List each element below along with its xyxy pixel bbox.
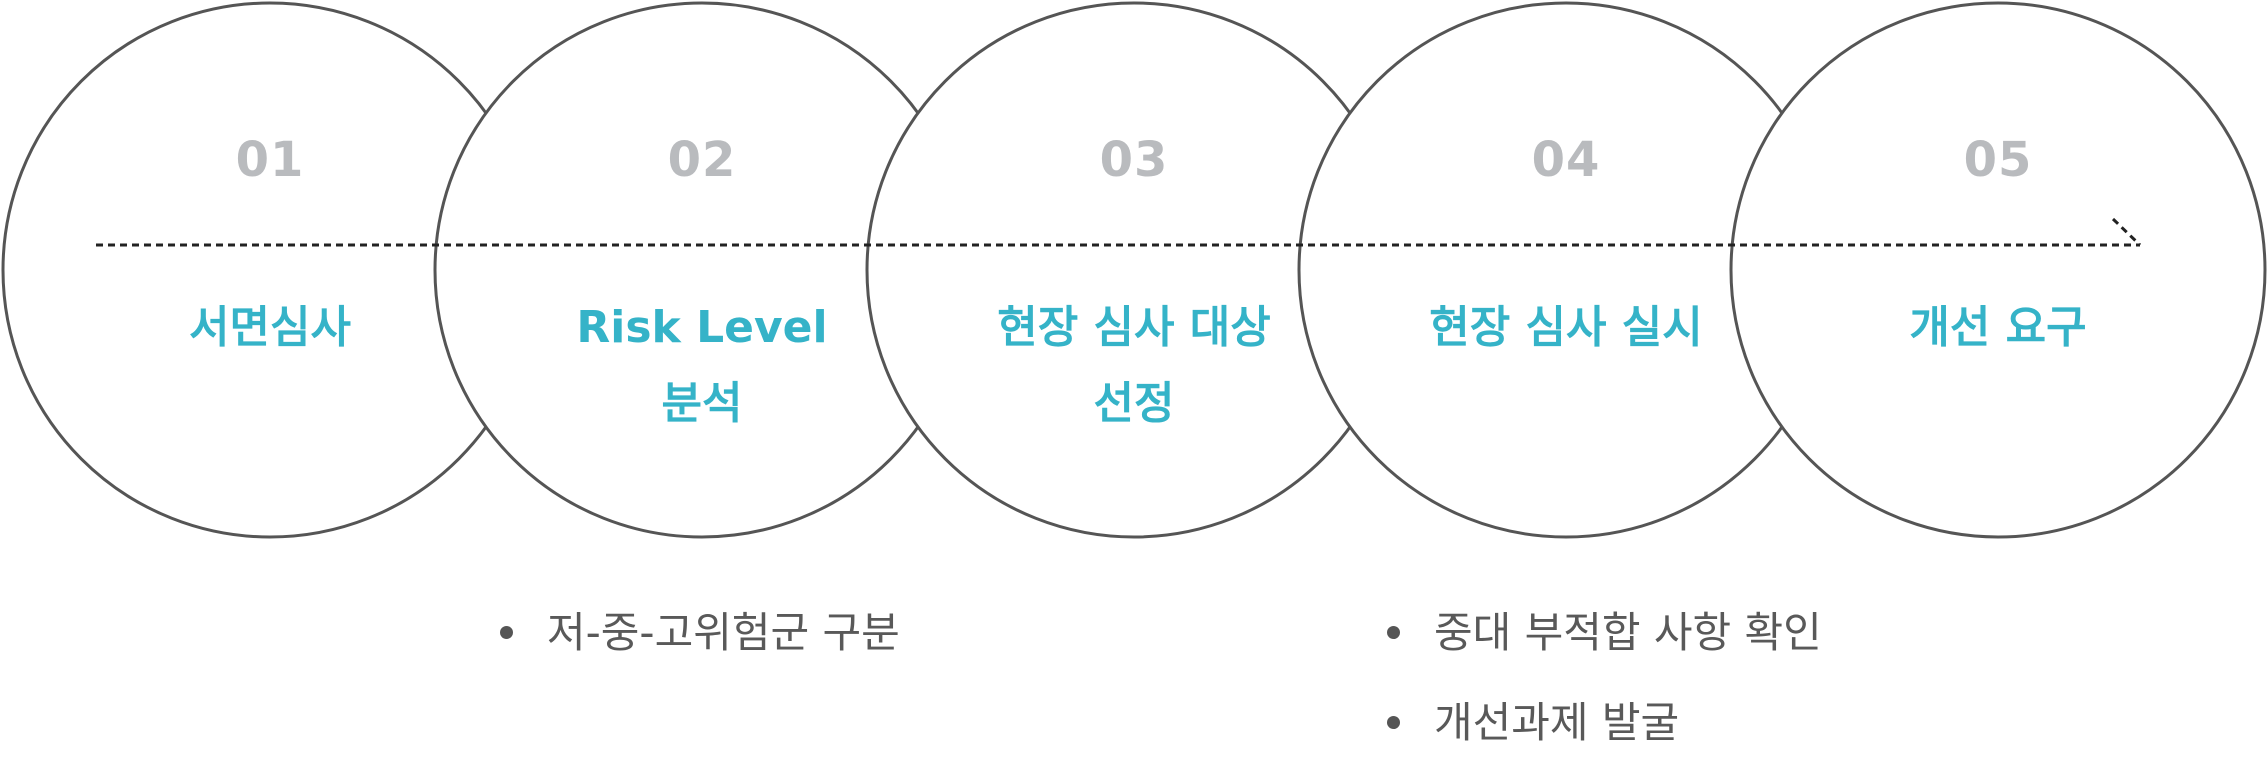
step-01: 01 서면심사: [2, 0, 538, 540]
step-title-line: 개선 요구: [1909, 302, 2087, 353]
step-03: 03 현장 심사 대상 선정: [866, 0, 1402, 540]
bullet-icon: [1387, 626, 1400, 639]
notes-step-02: 저-중-고위험군 구분: [487, 588, 900, 678]
step-title: 현장 심사 대상 선정: [866, 290, 1402, 442]
step-number: 03: [1099, 132, 1169, 188]
step-02: 02 Risk Level 분석: [434, 0, 970, 540]
step-title: 현장 심사 실시: [1298, 290, 1834, 366]
step-title: 개선 요구: [1730, 290, 2266, 366]
arrow-head-icon: [2111, 217, 2142, 247]
step-title: Risk Level 분석: [434, 290, 970, 442]
note-item: 중대 부적합 사항 확인: [1374, 588, 1822, 678]
circle-step-05: [1729, 1, 2267, 539]
note-text: 중대 부적합 사항 확인: [1434, 608, 1822, 657]
step-05: 05 개선 요구: [1730, 0, 2266, 540]
flow-arrow: [96, 217, 2142, 247]
step-number: 01: [235, 132, 305, 188]
step-title-line: 현장 심사 대상: [997, 302, 1271, 353]
notes-step-04: 중대 부적합 사항 확인 개선과제 발굴: [1374, 588, 1822, 768]
note-text: 저-중-고위험군 구분: [547, 608, 900, 657]
step-title-line: 분석: [661, 378, 743, 429]
note-item: 저-중-고위험군 구분: [487, 588, 900, 678]
step-number: 04: [1531, 132, 1601, 188]
step-04: 04 현장 심사 실시: [1298, 0, 1834, 540]
step-number: 02: [667, 132, 737, 188]
note-item: 개선과제 발굴: [1374, 678, 1822, 768]
step-title-line: Risk Level: [576, 302, 828, 353]
bullet-icon: [500, 626, 513, 639]
note-text: 개선과제 발굴: [1434, 698, 1680, 747]
step-title: 서면심사: [2, 290, 538, 366]
step-title-line: 선정: [1093, 378, 1175, 429]
bullet-icon: [1387, 716, 1400, 729]
step-number: 05: [1963, 132, 2033, 188]
step-title-line: 현장 심사 실시: [1429, 302, 1703, 353]
step-title-line: 서면심사: [189, 302, 351, 353]
